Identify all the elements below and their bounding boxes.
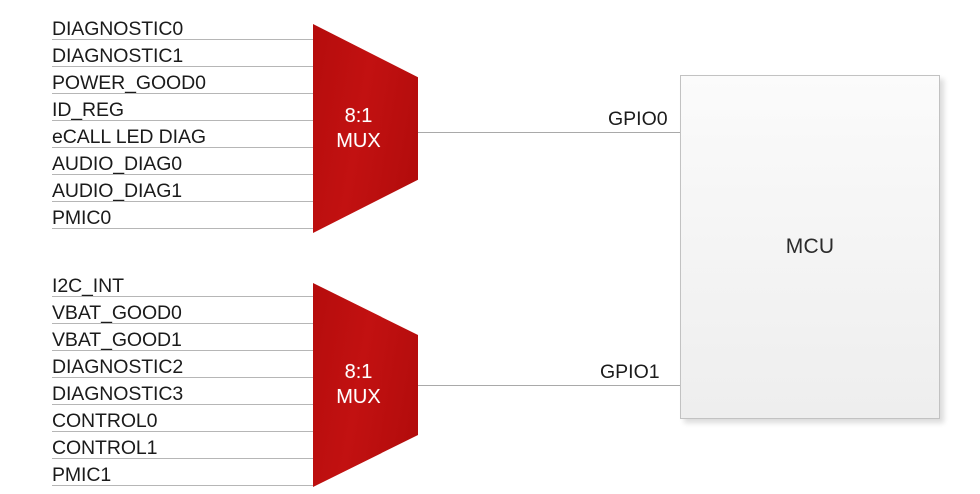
signal-wire bbox=[52, 147, 314, 148]
signal-row: CONTROL0 bbox=[52, 405, 314, 432]
signal-label: PMIC1 bbox=[52, 464, 112, 486]
signal-row: PMIC1 bbox=[52, 459, 314, 486]
signal-wire bbox=[52, 377, 314, 378]
signal-row: DIAGNOSTIC3 bbox=[52, 378, 314, 405]
mcu-block[interactable]: MCU bbox=[680, 75, 940, 419]
signal-wire bbox=[52, 39, 314, 40]
signal-label: POWER_GOOD0 bbox=[52, 72, 206, 94]
signal-label: DIAGNOSTIC1 bbox=[52, 45, 184, 67]
signal-row: DIAGNOSTIC2 bbox=[52, 351, 314, 378]
mux-block-0[interactable]: 8:1 MUX bbox=[313, 24, 418, 233]
signal-label: ID_REG bbox=[52, 99, 125, 121]
signal-label: eCALL LED DIAG bbox=[52, 126, 206, 148]
mux-label: 8:1 MUX bbox=[313, 104, 418, 154]
signal-row: DIAGNOSTIC0 bbox=[52, 13, 314, 40]
signal-label: DIAGNOSTIC3 bbox=[52, 383, 184, 405]
signal-wire bbox=[52, 323, 314, 324]
signal-wire bbox=[52, 228, 314, 229]
mux-ratio-label: 8:1 bbox=[344, 361, 373, 383]
signal-wire bbox=[52, 93, 314, 94]
signal-label: VBAT_GOOD0 bbox=[52, 302, 182, 324]
signal-row: DIAGNOSTIC1 bbox=[52, 40, 314, 67]
mux0-output-wire bbox=[418, 132, 680, 133]
signal-wire bbox=[52, 296, 314, 297]
signal-wire bbox=[52, 485, 314, 486]
signal-label: CONTROL0 bbox=[52, 410, 158, 432]
signal-wire bbox=[52, 201, 314, 202]
mux1-output-wire bbox=[418, 385, 680, 386]
signal-row: AUDIO_DIAG1 bbox=[52, 175, 314, 202]
signal-wire bbox=[52, 66, 314, 67]
signal-row: ID_REG bbox=[52, 94, 314, 121]
signal-label: PMIC0 bbox=[52, 207, 112, 229]
signal-wire bbox=[52, 404, 314, 405]
signal-label: CONTROL1 bbox=[52, 437, 158, 459]
signal-wire bbox=[52, 350, 314, 351]
signal-wire bbox=[52, 120, 314, 121]
signal-label: AUDIO_DIAG1 bbox=[52, 180, 183, 202]
mux-word-label: MUX bbox=[336, 129, 381, 152]
signal-label: DIAGNOSTIC0 bbox=[52, 18, 184, 40]
signal-label: VBAT_GOOD1 bbox=[52, 329, 182, 351]
gpio1-label: GPIO1 bbox=[600, 361, 660, 383]
signal-row: AUDIO_DIAG0 bbox=[52, 148, 314, 175]
mux-word-label: MUX bbox=[336, 386, 381, 408]
signal-wire bbox=[52, 431, 314, 432]
mux-label: 8:1 MUX bbox=[313, 360, 418, 410]
signal-row: PMIC0 bbox=[52, 202, 314, 229]
mux-block-1[interactable]: 8:1 MUX bbox=[313, 283, 418, 487]
signal-wire bbox=[52, 458, 314, 459]
signal-wire bbox=[52, 174, 314, 175]
signal-row: VBAT_GOOD1 bbox=[52, 324, 314, 351]
mux-ratio-label: 8:1 bbox=[344, 104, 373, 127]
signal-row: VBAT_GOOD0 bbox=[52, 297, 314, 324]
signal-row: CONTROL1 bbox=[52, 432, 314, 459]
mcu-label: MCU bbox=[785, 235, 835, 258]
gpio0-label: GPIO0 bbox=[608, 108, 668, 130]
signal-row: eCALL LED DIAG bbox=[52, 121, 314, 148]
signal-row: POWER_GOOD0 bbox=[52, 67, 314, 94]
signal-row: I2C_INT bbox=[52, 270, 314, 297]
signal-label: I2C_INT bbox=[52, 275, 124, 297]
signal-label: DIAGNOSTIC2 bbox=[52, 356, 184, 378]
signal-label: AUDIO_DIAG0 bbox=[52, 153, 183, 175]
